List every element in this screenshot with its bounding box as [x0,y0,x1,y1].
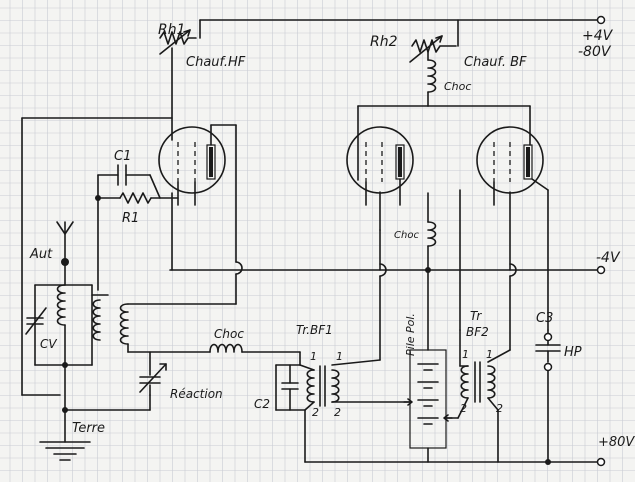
valve-hf [127,124,243,305]
label-plus80v: +80V [598,435,635,450]
label-reaction: Réaction [170,387,223,401]
label-cv: CV [40,337,57,351]
label-tr: Tr [470,309,482,323]
valve-bf2 [427,105,549,331]
hp-terminal-bottom [543,362,553,372]
rheostat-rh2 [409,19,459,107]
label-bf1-pin1b: 1 [336,350,343,363]
transformer-bf1 [275,359,411,463]
label-choc-top: Choc [444,80,471,93]
label-c1: C1 [114,149,131,164]
labels: Rh1 Chauf.HF Rh2 Chauf. BF Choc +4V -80V… [29,22,635,450]
label-bf2-pin2b: 2 [496,402,503,415]
label-choc-low: Choc [214,327,244,341]
choke-mid [425,192,437,273]
label-bf1-pin1a: 1 [310,350,317,363]
valve-bf1 [346,105,429,361]
label-choc-mid: Choc [394,230,419,241]
label-terre: Terre [72,421,105,436]
label-bf1-pin2a: 2 [312,406,319,419]
choke-low [209,343,301,366]
label-tr-bf1: Tr.BF1 [296,323,333,337]
label-rh2: Rh2 [370,34,398,50]
label-chauf-hf: Chauf.HF [186,55,246,70]
antenna-tuning-circuit [21,117,173,461]
rheostat-rh1 [159,19,201,141]
label-bf2: BF2 [466,325,489,339]
hp-terminal-top [543,332,553,342]
grid-bias-battery [403,269,453,463]
label-bf2-pin1b: 1 [486,348,493,361]
label-c2: C2 [254,397,270,411]
label-bf2-pin2a: 2 [460,402,467,415]
minus4v-terminal [596,265,606,275]
label-minus80v: -80V [578,44,612,60]
grid-leak-c1-r1 [95,164,179,291]
transformer-bf2 [445,263,517,463]
label-bf2-pin1a: 1 [462,348,469,361]
plus4v-terminal [596,15,606,25]
label-plus4v: +4V [582,28,614,44]
label-rh1: Rh1 [158,22,186,38]
reaction-coil [119,303,211,396]
output-c3-hp [535,329,561,465]
label-pile-pol: Pile Pol. [404,313,417,356]
label-r1: R1 [122,211,139,226]
label-c3: C3 [536,311,553,326]
label-hp: HP [564,345,582,360]
label-aut: Aut [29,247,53,262]
label-minus4v: -4V [596,250,621,266]
plus80v-terminal [596,457,606,467]
label-chauf-bf: Chauf. BF [464,55,527,70]
label-bf1-pin2b: 2 [334,406,341,419]
